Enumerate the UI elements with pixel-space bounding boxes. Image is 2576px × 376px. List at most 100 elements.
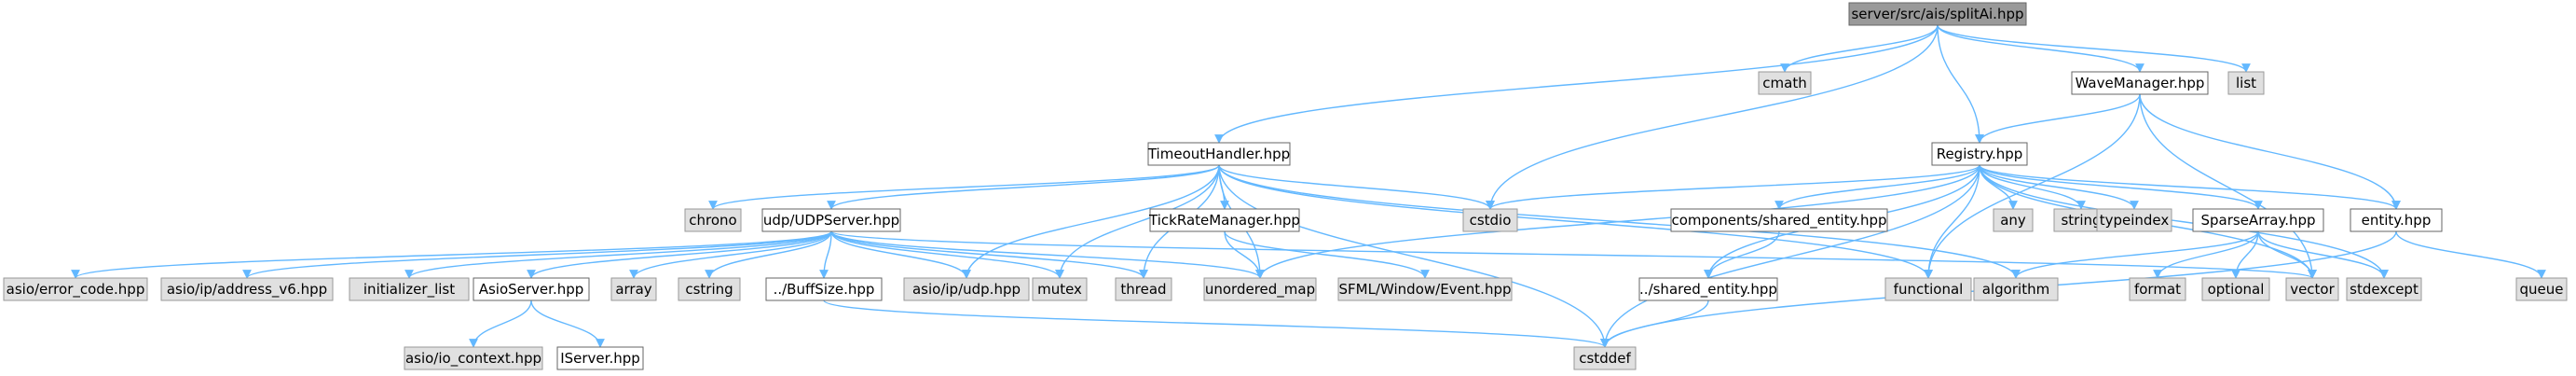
edge-udpserver-to-errorcode <box>71 230 832 279</box>
node-udpserver[interactable]: udp/UDPServer.hpp <box>761 208 901 232</box>
node-box-entity <box>2350 208 2443 232</box>
edge-wave-to-entity <box>2139 93 2401 210</box>
node-label-array: array <box>615 281 651 298</box>
node-functional: functional <box>1884 277 1972 301</box>
node-box-array <box>610 277 657 301</box>
node-optional: optional <box>2201 277 2270 301</box>
node-sharedent[interactable]: ../shared_entity.hpp <box>1638 277 1778 301</box>
node-box-thread <box>1115 277 1172 301</box>
node-box-initlist <box>349 277 470 301</box>
node-split[interactable]: server/src/ais/splitAi.hpp <box>1848 2 2027 26</box>
edge-udpserver-to-buffsize <box>819 230 832 279</box>
node-label-timeout: TimeoutHandler.hpp <box>1147 146 1290 162</box>
node-box-cmath <box>1758 71 1812 95</box>
edge-sharedcomp-to-sharedent <box>1704 230 1780 279</box>
node-label-optional: optional <box>2208 281 2265 298</box>
node-box-mutex <box>1032 277 1088 301</box>
edge-wave-to-functional <box>1924 93 2141 279</box>
node-box-cstdio <box>1462 208 1518 232</box>
node-label-sparse: SparseArray.hpp <box>2200 212 2315 229</box>
node-label-vector: vector <box>2290 281 2335 298</box>
edge-udpserver-to-initlist <box>404 230 832 279</box>
edge-registry-to-stdexcept <box>1979 164 2389 279</box>
node-label-sharedent: ../shared_entity.hpp <box>1639 281 1777 299</box>
node-label-udpserver: udp/UDPServer.hpp <box>763 212 899 229</box>
node-wave[interactable]: WaveManager.hpp <box>2071 71 2209 95</box>
node-box-sharedent <box>1638 277 1778 301</box>
node-asioserver[interactable]: AsioServer.hpp <box>473 277 590 301</box>
node-box-tickrate <box>1149 208 1300 232</box>
node-box-any <box>1993 208 2034 232</box>
node-label-chrono: chrono <box>689 212 736 229</box>
node-box-registry <box>1931 142 2028 166</box>
node-box-optional <box>2201 277 2270 301</box>
node-box-stdexcept <box>2346 277 2422 301</box>
node-chrono: chrono <box>684 208 742 232</box>
node-label-mutex: mutex <box>1037 281 1082 298</box>
edge-timeout-to-cstddef <box>1218 164 1610 348</box>
edge-timeout-to-chrono <box>708 164 1220 210</box>
edge-sparse-to-format <box>2153 230 2259 279</box>
node-box-umap <box>1203 277 1317 301</box>
node-buffsize[interactable]: ../BuffSize.hpp <box>765 277 883 301</box>
node-box-algorithm <box>1973 277 2059 301</box>
edge-registry-to-typeindex <box>1979 164 2139 210</box>
edge-tickrate-to-sfml <box>1224 230 1430 279</box>
node-format: format <box>2129 277 2186 301</box>
edge-split-to-timeout <box>1214 24 1939 144</box>
node-label-algorithm: algorithm <box>1982 281 2049 298</box>
node-box-timeout <box>1147 142 1291 166</box>
node-registry[interactable]: Registry.hpp <box>1931 142 2028 166</box>
edge-udpserver-to-addrv6 <box>242 230 832 279</box>
edge-udpserver-to-vector <box>830 230 2317 279</box>
node-box-iserver <box>556 346 644 370</box>
edge-timeout-to-functional <box>1218 164 1933 279</box>
node-box-buffsize <box>765 277 883 301</box>
node-label-format: format <box>2134 281 2181 298</box>
node-label-tickrate: TickRateManager.hpp <box>1148 212 1300 229</box>
node-label-thread: thread <box>1120 281 1166 298</box>
edge-tickrate-to-umap <box>1224 230 1265 279</box>
node-addrv6: asio/ip/address_v6.hpp <box>160 277 334 301</box>
edge-udpserver-to-umap <box>830 230 1265 279</box>
edge-udpserver-to-cstring <box>705 230 832 279</box>
node-sparse[interactable]: SparseArray.hpp <box>2192 208 2324 232</box>
edge-registry-to-entity <box>1979 164 2401 210</box>
node-cstring: cstring <box>678 277 741 301</box>
node-box-vector <box>2285 277 2339 301</box>
node-umap: unordered_map <box>1203 277 1317 301</box>
node-sharedcomp[interactable]: components/shared_entity.hpp <box>1670 208 1888 232</box>
node-entity[interactable]: entity.hpp <box>2350 208 2443 232</box>
node-iserver[interactable]: IServer.hpp <box>556 346 644 370</box>
node-thread: thread <box>1115 277 1172 301</box>
node-label-any: any <box>2000 212 2026 229</box>
node-label-cmath: cmath <box>1762 75 1806 91</box>
edge-sharedent-to-cstddef <box>1600 299 1709 348</box>
edge-registry-to-sparse <box>1979 164 2263 210</box>
node-label-cstdio: cstdio <box>1470 212 1512 229</box>
edge-sparse-to-optional <box>2231 230 2259 279</box>
edge-buffsize-to-cstddef <box>823 299 1610 348</box>
node-box-format <box>2129 277 2186 301</box>
edge-registry-to-sharedcomp <box>1774 164 1980 210</box>
edge-split-to-registry <box>1937 24 1984 144</box>
node-box-functional <box>1884 277 1972 301</box>
edge-timeout-to-udpserver <box>827 164 1220 210</box>
edge-registry-to-string <box>1979 164 2086 210</box>
edge-timeout-to-mutex <box>1055 164 1220 279</box>
node-udphpp: asio/ip/udp.hpp <box>903 277 1030 301</box>
node-tickrate[interactable]: TickRateManager.hpp <box>1148 208 1300 232</box>
node-box-sfml <box>1337 277 1513 301</box>
node-timeout[interactable]: TimeoutHandler.hpp <box>1147 142 1291 166</box>
node-box-sharedcomp <box>1670 208 1888 232</box>
node-box-cstddef <box>1573 346 1637 370</box>
edge-registry-to-cstdio <box>1486 164 1980 210</box>
node-label-string: string <box>2061 212 2101 229</box>
node-mutex: mutex <box>1032 277 1088 301</box>
edge-wave-to-registry <box>1975 93 2141 144</box>
node-label-buffsize: ../BuffSize.hpp <box>774 281 875 298</box>
node-box-list <box>2227 71 2265 95</box>
node-box-typeindex <box>2096 208 2172 232</box>
